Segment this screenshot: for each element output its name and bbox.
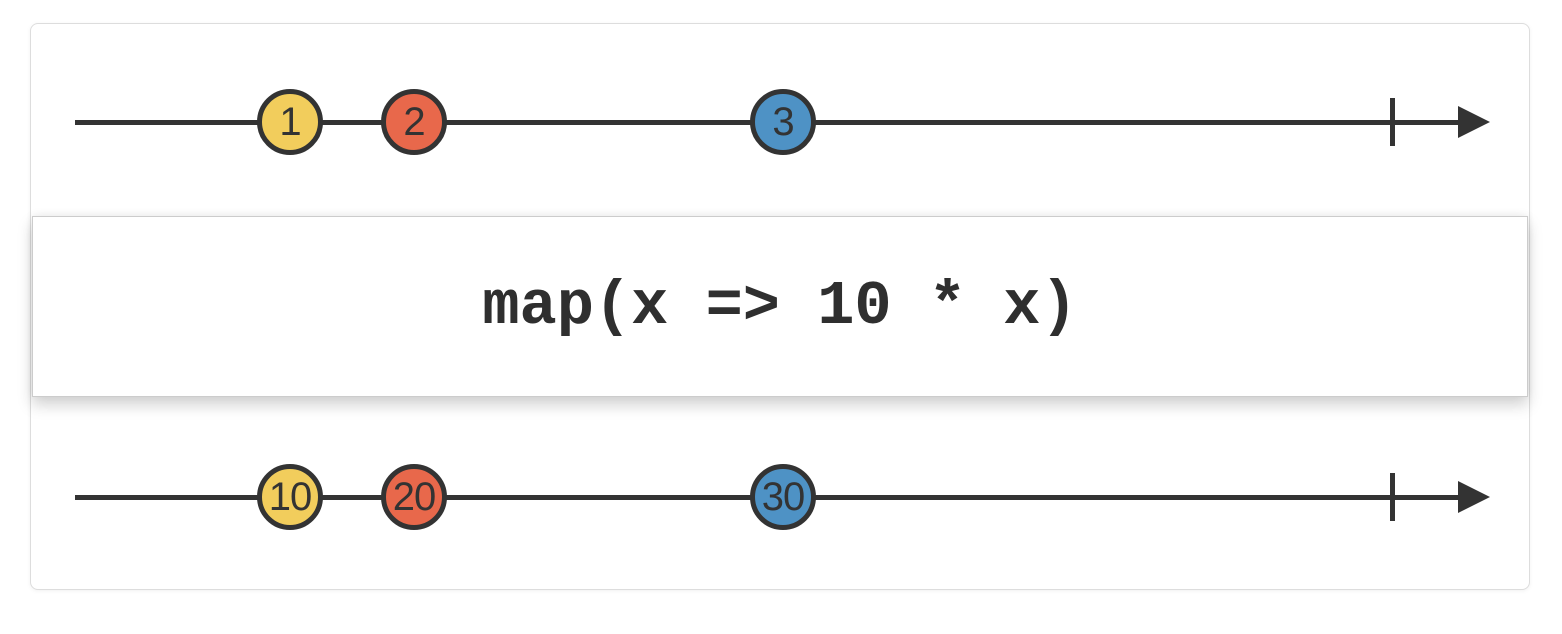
- input-marble-2: 2: [381, 89, 447, 155]
- operator-box: map(x => 10 * x): [32, 216, 1528, 397]
- output-marble-20: 20: [381, 464, 447, 530]
- input-marble-1-value: 1: [279, 100, 301, 144]
- output-arrowhead-icon: [1458, 481, 1490, 513]
- output-complete-tick-icon: [1390, 473, 1395, 521]
- output-marble-30: 30: [750, 464, 816, 530]
- output-marble-20-value: 20: [392, 475, 436, 519]
- operator-label: map(x => 10 * x): [482, 271, 1078, 342]
- input-complete-tick-icon: [1390, 98, 1395, 146]
- input-marble-3: 3: [750, 89, 816, 155]
- output-marble-30-value: 30: [761, 475, 805, 519]
- input-arrowhead-icon: [1458, 106, 1490, 138]
- input-marble-1: 1: [257, 89, 323, 155]
- input-marble-2-value: 2: [403, 100, 425, 144]
- input-marble-3-value: 3: [772, 100, 794, 144]
- output-marble-10: 10: [257, 464, 323, 530]
- output-marble-10-value: 10: [268, 475, 312, 519]
